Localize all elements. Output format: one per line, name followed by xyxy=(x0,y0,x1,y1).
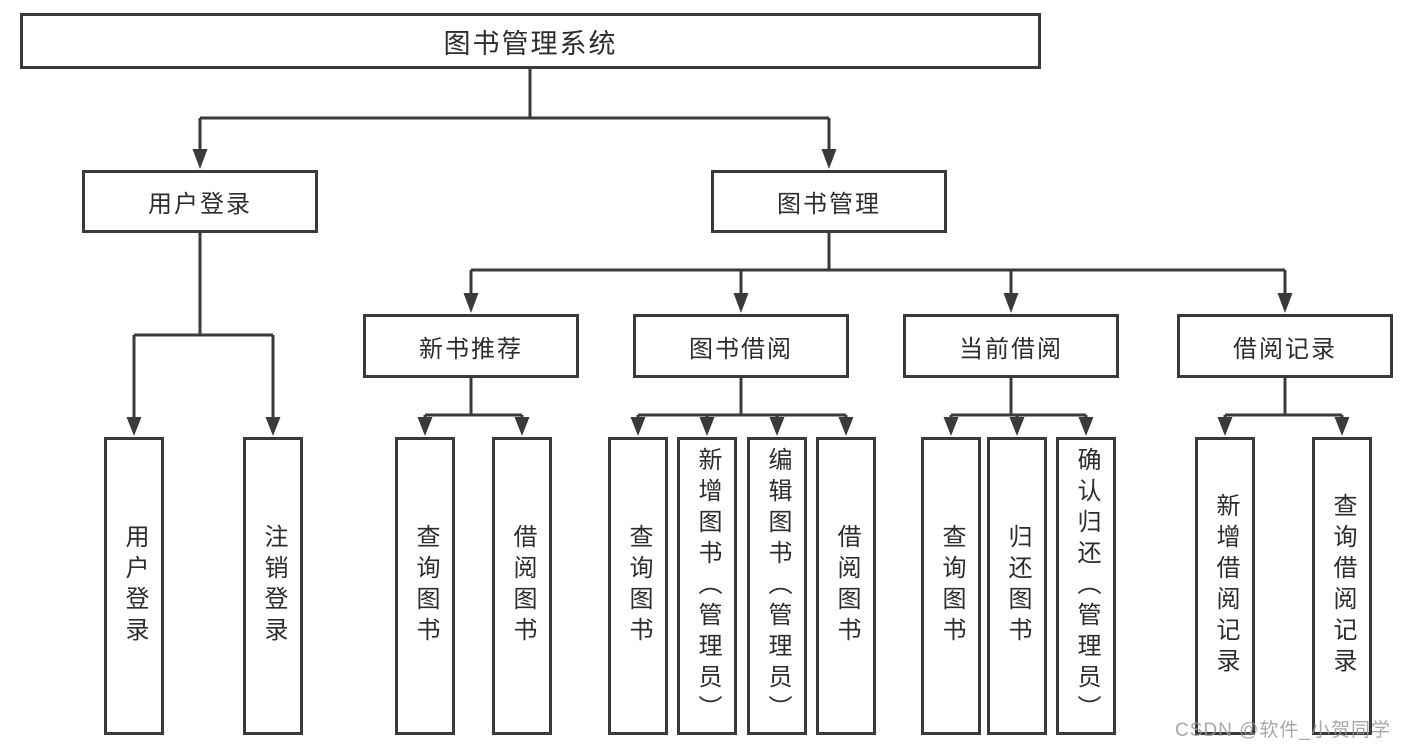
arrowhead xyxy=(126,417,142,436)
connector-current-to-leaves xyxy=(943,378,1094,436)
arrowhead xyxy=(733,293,749,313)
node-nb-query-books: 查询图书 xyxy=(395,437,455,735)
node-bb-borrow-books: 借阅图书 xyxy=(816,437,876,735)
connector-borrowing-to-leaves xyxy=(630,378,854,436)
connector-root-to-level2 xyxy=(192,69,837,169)
node-cb-confirm-return-admin: 确认归还（管理员） xyxy=(1056,437,1116,735)
node-system-root: 图书管理系统 xyxy=(20,13,1041,69)
connector-bookmgmt-to-groups xyxy=(463,233,1293,313)
arrowhead xyxy=(1009,417,1025,436)
node-user-login-action: 用户登录 xyxy=(104,437,164,735)
arrowhead xyxy=(821,149,837,169)
arrowhead xyxy=(417,417,433,436)
leaf-label: 查询图书 xyxy=(412,524,439,648)
leaf-label: 新增借阅记录 xyxy=(1212,493,1239,679)
node-borrowing-records: 借阅记录 xyxy=(1177,314,1393,378)
node-br-add-record: 新增借阅记录 xyxy=(1195,437,1255,735)
arrowhead xyxy=(1003,293,1019,313)
leaf-label: 用户登录 xyxy=(121,524,148,648)
node-book-management: 图书管理 xyxy=(711,170,947,233)
arrowhead xyxy=(192,149,208,169)
node-new-book-recommendation: 新书推荐 xyxy=(363,314,579,378)
connector-records-to-leaves xyxy=(1217,378,1350,436)
arrowhead xyxy=(630,417,646,436)
node-bb-edit-books-admin: 编辑图书（管理员） xyxy=(747,437,807,735)
leaf-label: 确认归还（管理员） xyxy=(1073,446,1100,726)
leaf-label: 借阅图书 xyxy=(833,524,860,648)
node-nb-borrow-books: 借阅图书 xyxy=(492,437,552,735)
arrowhead xyxy=(699,417,715,436)
leaf-label: 查询借阅记录 xyxy=(1329,493,1356,679)
arrowhead xyxy=(1078,417,1094,436)
arrowhead xyxy=(1277,293,1293,313)
node-logout-action: 注销登录 xyxy=(243,437,303,735)
node-cb-query-books: 查询图书 xyxy=(921,437,981,735)
arrowhead xyxy=(514,417,530,436)
node-current-borrowing: 当前借阅 xyxy=(903,314,1119,378)
arrowhead xyxy=(1334,417,1350,436)
arrowhead xyxy=(265,417,281,436)
leaf-label: 归还图书 xyxy=(1004,524,1031,648)
node-bb-add-books-admin: 新增图书（管理员） xyxy=(677,437,737,735)
node-br-query-record: 查询借阅记录 xyxy=(1312,437,1372,735)
leaf-label: 查询图书 xyxy=(938,524,965,648)
arrowhead xyxy=(1217,417,1233,436)
leaf-label: 借阅图书 xyxy=(509,524,536,648)
connector-newbook-to-leaves xyxy=(417,378,530,436)
leaf-label: 编辑图书（管理员） xyxy=(764,446,791,726)
node-bb-query-books: 查询图书 xyxy=(608,437,668,735)
arrowhead xyxy=(838,417,854,436)
leaf-label: 查询图书 xyxy=(625,524,652,648)
arrowhead xyxy=(943,417,959,436)
node-cb-return-books: 归还图书 xyxy=(987,437,1047,735)
connector-userlogin-to-leaves xyxy=(126,233,281,436)
leaf-label: 新增图书（管理员） xyxy=(694,446,721,726)
csdn-watermark: CSDN @软件_小贺同学 xyxy=(1175,720,1391,741)
node-book-borrowing: 图书借阅 xyxy=(633,314,849,378)
arrowhead xyxy=(463,293,479,313)
node-user-login: 用户登录 xyxy=(82,170,318,233)
leaf-label: 注销登录 xyxy=(260,524,287,648)
arrowhead xyxy=(769,417,785,436)
